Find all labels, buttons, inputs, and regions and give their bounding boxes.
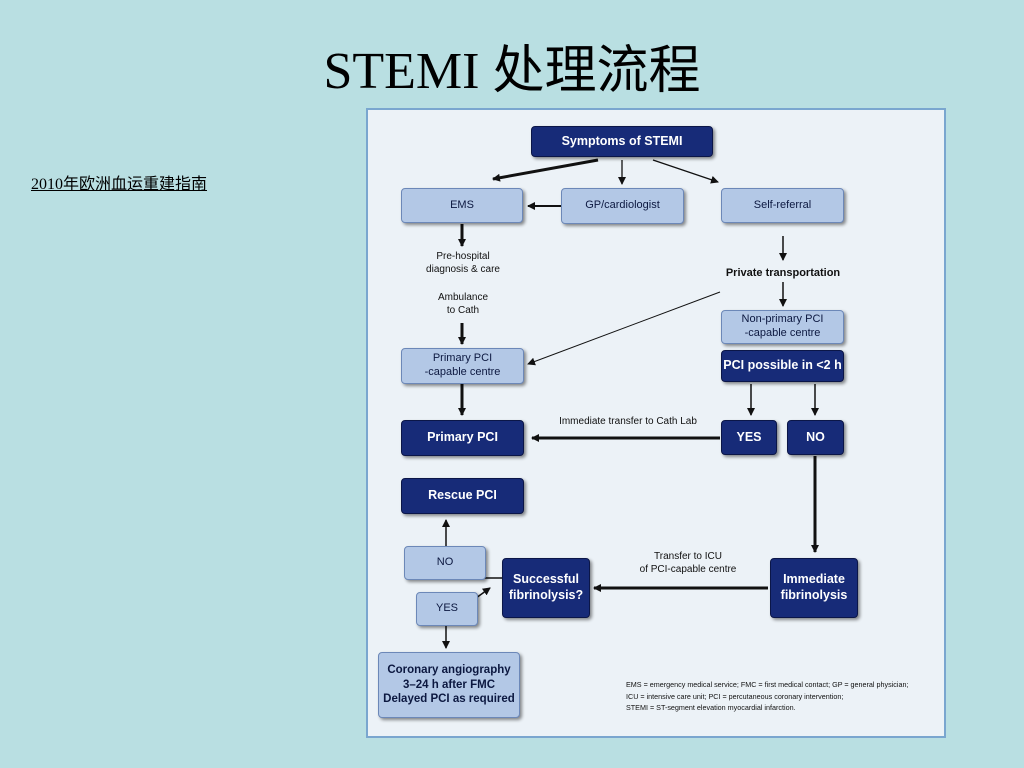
gp-cardiologist-box: GP/cardiologist	[561, 188, 684, 224]
immediate-fibrinolysis-box: Immediate fibrinolysis	[770, 558, 858, 618]
subtitle-link[interactable]: 2010年欧洲血运重建指南	[31, 176, 208, 193]
legend-line: EMS = emergency medical service; FMC = f…	[626, 680, 909, 689]
self-referral-box: Self-referral	[721, 188, 844, 223]
successful-fibrinolysis-box: Successful fibrinolysis?	[502, 558, 590, 618]
pci-possible-box: PCI possible in <2 h	[721, 350, 844, 382]
non-primary-pci-box: Non-primary PCI -capable centre	[721, 310, 844, 344]
coronary-angiography-box: Coronary angiography 3–24 h after FMC De…	[378, 652, 520, 718]
arrow-successful-yessmall	[475, 587, 491, 599]
no-small-box: NO	[404, 546, 486, 580]
ems-box: EMS	[401, 188, 523, 223]
legend-line: ICU = intensive care unit; PCI = percuta…	[626, 691, 844, 701]
immediate-transfer-label: Immediate transfer to Cath Lab	[559, 416, 697, 427]
primary-pci-box: Primary PCI	[401, 420, 524, 456]
private-transportation-label: Private transportation	[725, 267, 841, 279]
arrow-private-primarycentre	[527, 291, 721, 366]
legend: EMS = emergency medical service; FMC = f…	[626, 679, 946, 714]
arrow-symptoms-self	[652, 159, 719, 184]
legend-line: STEMI = ST-segment elevation myocardial …	[626, 703, 796, 713]
ambulance-label: Ambulance to Cath	[437, 292, 489, 316]
flowchart-arrows	[442, 158, 819, 649]
yes-small-box: YES	[416, 592, 478, 626]
flowchart-panel: Symptoms of STEMI EMS GP/cardiologist Se…	[366, 108, 946, 738]
transfer-icu-label: Transfer to ICU of PCI-capable centre	[639, 551, 737, 575]
arrow-symptoms-ems	[492, 158, 599, 182]
pre-hospital-label: Pre-hospital diagnosis & care	[426, 251, 500, 275]
symptoms-box: Symptoms of STEMI	[531, 126, 713, 157]
no-box: NO	[787, 420, 844, 455]
rescue-pci-box: Rescue PCI	[401, 478, 524, 514]
primary-pci-centre-box: Primary PCI -capable centre	[401, 348, 524, 384]
slide-title: STEMI 处理流程	[323, 43, 701, 100]
yes-box: YES	[721, 420, 777, 455]
